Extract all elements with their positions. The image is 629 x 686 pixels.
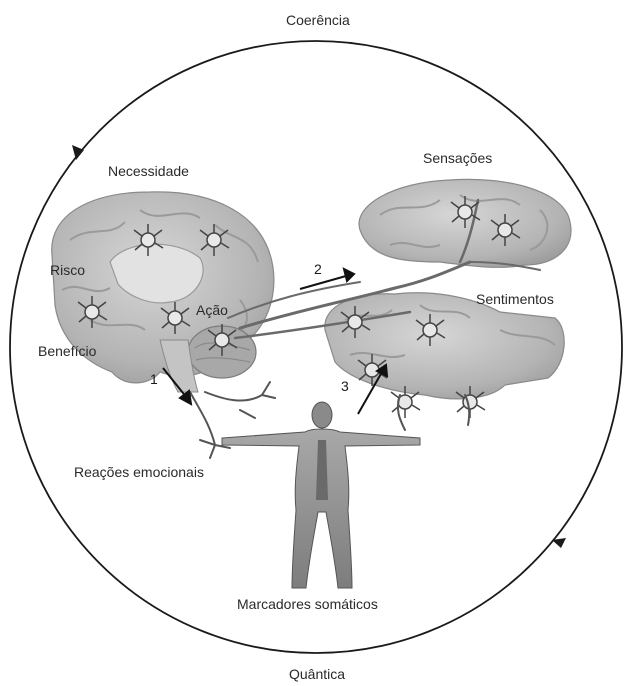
label-somatic-markers: Marcadores somáticos bbox=[237, 596, 378, 612]
arrow-number-3: 3 bbox=[341, 378, 349, 394]
label-action: Ação bbox=[196, 302, 228, 318]
label-coherence: Coerência bbox=[286, 12, 350, 28]
label-sensations: Sensações bbox=[423, 150, 492, 166]
lower-right-brain bbox=[325, 293, 564, 399]
arrow-2 bbox=[300, 269, 354, 289]
label-feelings: Sentimentos bbox=[476, 291, 554, 307]
arrow-number-1: 1 bbox=[150, 371, 158, 387]
label-quantum: Quântica bbox=[289, 666, 345, 682]
label-emotional-reactions: Reações emocionais bbox=[74, 464, 204, 480]
label-benefit: Benefício bbox=[38, 343, 96, 359]
arrow-number-2: 2 bbox=[314, 261, 322, 277]
human-body bbox=[222, 402, 420, 588]
left-brain bbox=[52, 192, 274, 392]
label-risk: Risco bbox=[50, 262, 85, 278]
circle-arrowhead-left bbox=[72, 145, 84, 160]
label-necessity: Necessidade bbox=[108, 163, 189, 179]
